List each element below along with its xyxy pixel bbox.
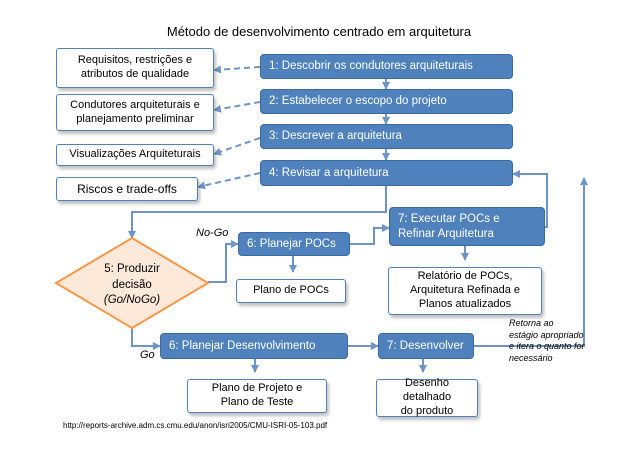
artifact-desenho-line2: do produto [400, 404, 454, 417]
artifact-riscos-label: Riscos e trade-offs [77, 181, 177, 196]
artifact-condutores-line2: planejamento preliminar [76, 112, 194, 125]
artifact-relatorio-line2: Arquitetura Refinada e [409, 284, 521, 297]
return-note-line3: e itera o quanto for [509, 341, 585, 352]
artifact-requisitos-line1: Requisitos, restrições e [77, 54, 193, 67]
artifact-desenho-line1: Desenho detalhado [402, 377, 452, 404]
step-7-pocs-line2: Refinar Arquitetura [398, 227, 494, 240]
step-6-pocs-label: 6: Planejar POCs [247, 237, 336, 250]
artifact-plano-pocs: Plano de POCs [236, 279, 346, 303]
arrow-s4-to-riscos [197, 172, 261, 190]
artifact-visualizacoes: Visualizações Arquiteturais [56, 144, 214, 166]
arrow-decision-to-plan-dev [131, 328, 161, 350]
artifact-condutores-line1: Condutores arquiteturais e [70, 98, 200, 111]
source-url: http://reports-archive.adm.cs.cmu.edu/an… [63, 421, 328, 430]
step-6-plan-development: 6: Planejar Desenvolvimento [160, 333, 348, 359]
artifact-condutores: Condutores arquiteturais e planejamento … [56, 94, 214, 131]
step-3-label: 3: Descrever a arquitetura [269, 130, 402, 143]
decision-diamond [54, 236, 210, 330]
return-note: Retorna ao estágio apropriado e itera o … [509, 318, 609, 365]
step-6-plan-pocs: 6: Planejar POCs [238, 232, 350, 256]
diagram-title: Método de desenvolvimento centrado em ar… [166, 24, 472, 39]
artifact-relatorio-line3: Planos atualizados [418, 297, 512, 310]
step-2-define-scope: 2: Estabelecer o escopo do projeto [260, 89, 513, 114]
artifact-relatorio-pocs: Relatório de POCs, Arquitetura Refinada … [388, 267, 542, 315]
step-5-line2: decisão [112, 278, 152, 291]
arrow-decision-to-plan-pocs [208, 240, 239, 283]
return-note-line2: estágio apropriado [509, 329, 584, 340]
artifact-plano-projeto-line1: Plano de Projeto e [211, 382, 303, 395]
arrow-s1-to-requisitos [213, 65, 261, 74]
step-4-label: 4: Revisar a arquitetura [269, 166, 389, 179]
no-go-label: No-Go [196, 227, 229, 239]
artifact-plano-projeto: Plano de Projeto e Plano de Teste [187, 379, 327, 413]
step-5-line3: (Go/NoGo) [103, 294, 161, 307]
artifact-requisitos: Requisitos, restrições e atributos de qu… [56, 48, 214, 88]
artifact-riscos: Riscos e trade-offs [56, 177, 198, 201]
step-6-dev-label: 6: Planejar Desenvolvimento [169, 339, 316, 352]
step-5-decision-label: 5: Produzir decisão (Go/NoGo) [82, 262, 182, 309]
arrow-s2-to-condutores [213, 101, 261, 113]
artifact-visualizacoes-label: Visualizações Arquiteturais [69, 148, 201, 161]
return-note-line4: necessário [509, 353, 553, 364]
artifact-relatorio-line1: Relatório de POCs, [417, 270, 513, 283]
arrow-plan-pocs-to-exec-pocs [350, 224, 390, 245]
arrow-s3-to-visualizacoes [213, 137, 261, 156]
artifact-plano-pocs-label: Plano de POCs [253, 284, 329, 297]
arrow-s4-to-decision [128, 186, 387, 239]
step-3-describe-architecture: 3: Descrever a arquitetura [260, 124, 513, 149]
return-note-line1: Retorna ao [509, 318, 554, 328]
go-label: Go [140, 349, 155, 361]
artifact-plano-projeto-line2: Plano de Teste [220, 396, 294, 408]
step-7-pocs-line1: 7: Executar POCs e [398, 213, 500, 226]
artifact-desenho-detalhado: Desenho detalhado do produto [376, 377, 478, 417]
step-7-execute-pocs: 7: Executar POCs e Refinar Arquitetura [389, 207, 545, 246]
step-1-label: 1: Descobrir os condutores arquiteturais [269, 60, 473, 73]
step-7-develop: 7: Desenvolver [378, 333, 474, 359]
step-7-dev-label: 7: Desenvolver [387, 339, 464, 352]
step-1-discover-drivers: 1: Descobrir os condutores arquiteturais [260, 54, 513, 79]
step-5-line1: 5: Produzir [104, 263, 160, 275]
step-2-label: 2: Estabelecer o escopo do projeto [269, 95, 447, 108]
arrow-develop-return [474, 177, 588, 347]
arrow-exec-pocs-to-s4 [512, 170, 548, 228]
step-4-review-architecture: 4: Revisar a arquitetura [260, 160, 513, 186]
artifact-requisitos-line2: atributos de qualidade [80, 68, 190, 80]
